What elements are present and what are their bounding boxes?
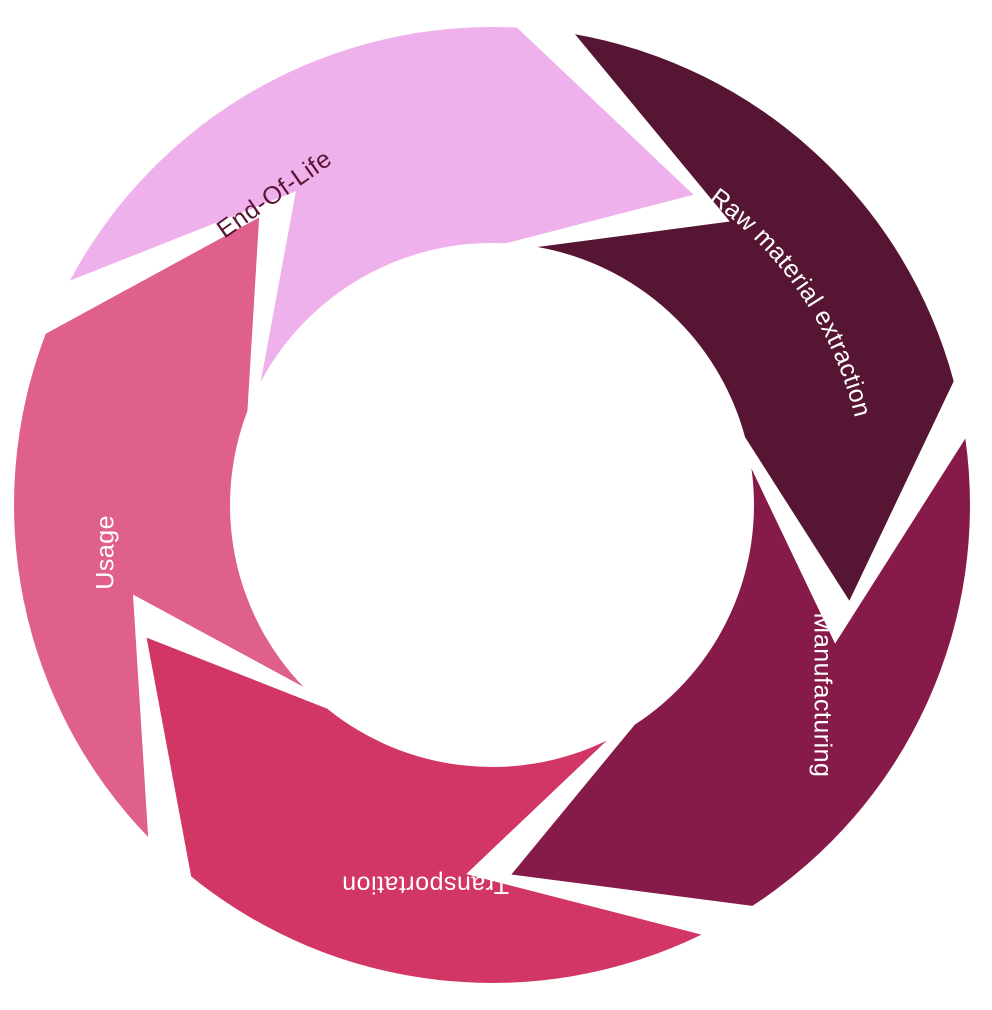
segment-end-of-life: [69, 27, 694, 382]
segment-usage: [14, 217, 304, 838]
label-transportation: Transportation: [342, 871, 509, 899]
segments-layer: [14, 27, 971, 984]
segment-manufacturing: [511, 438, 971, 906]
segment-raw-material-extraction: [537, 34, 954, 601]
segment-transportation: [146, 637, 702, 984]
label-manufacturing: Manufacturing: [808, 613, 836, 778]
label-usage: Usage: [91, 515, 119, 590]
